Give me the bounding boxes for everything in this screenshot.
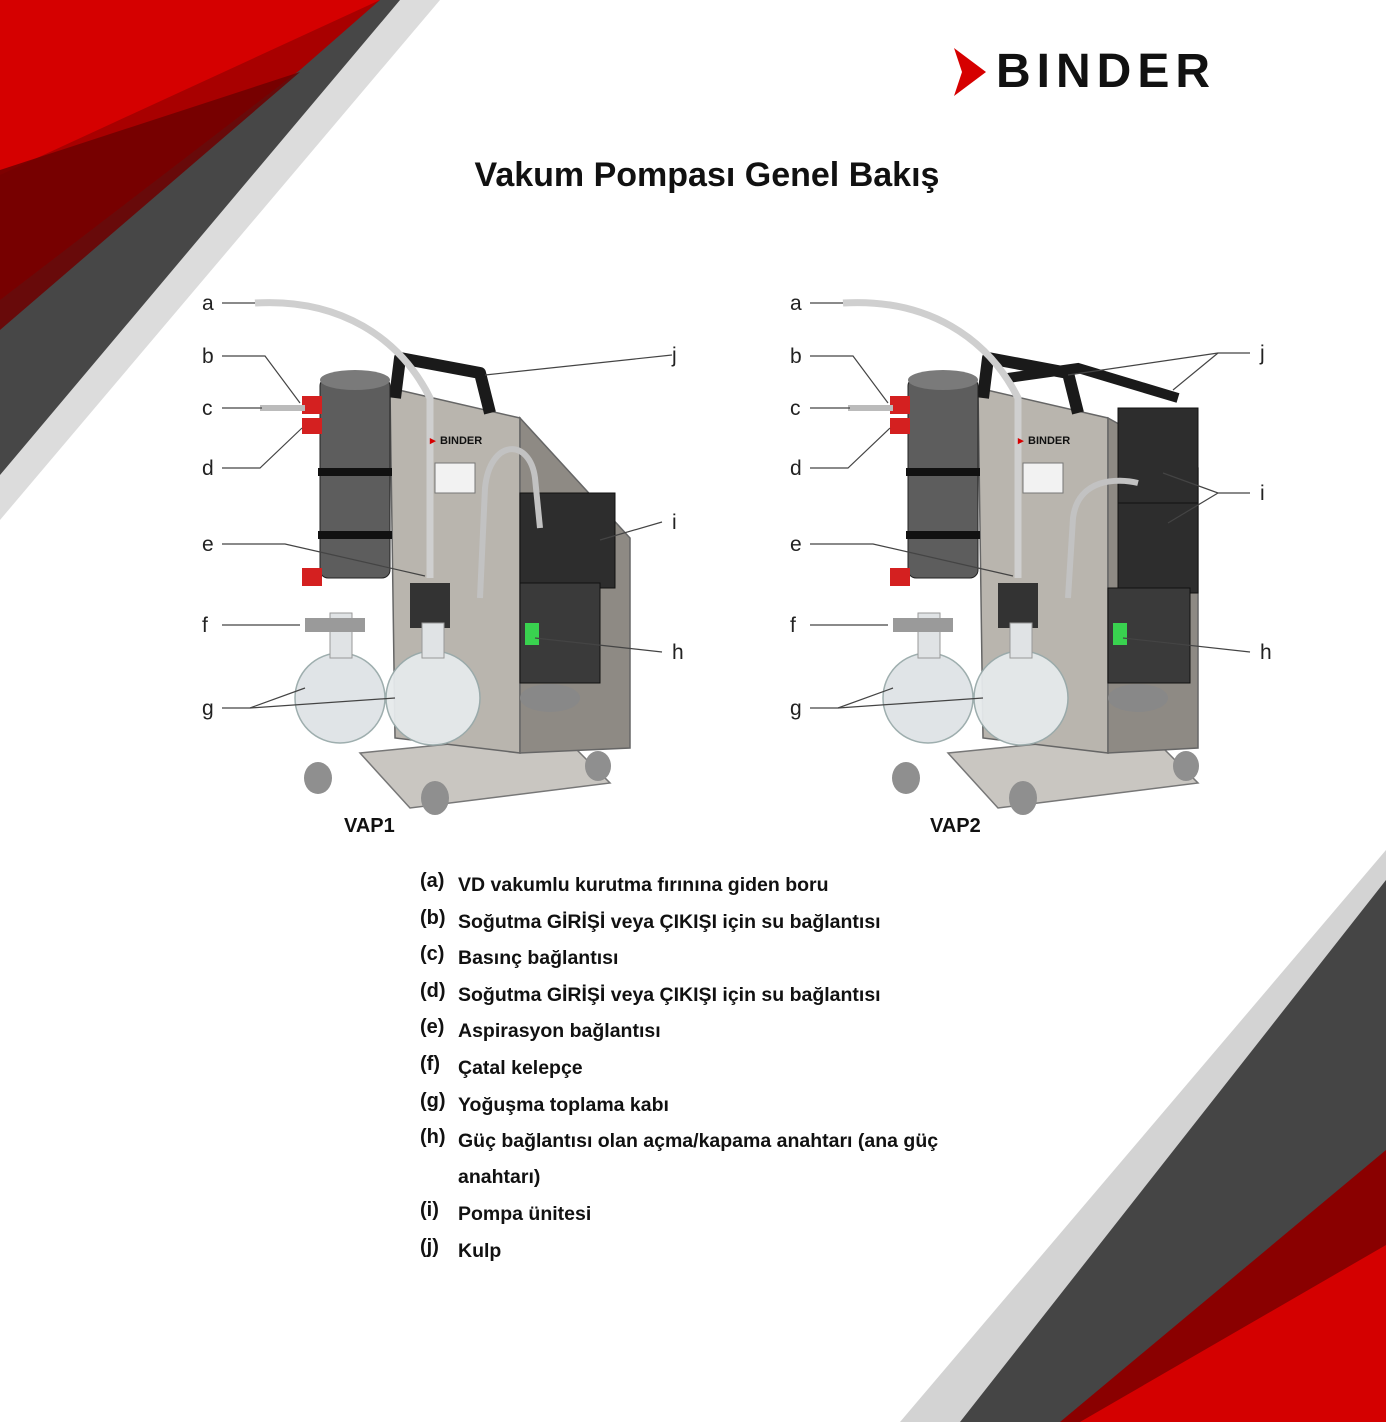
legend-item: (g) Yoğuşma toplama kabı — [416, 1082, 1036, 1119]
legend-item: (e) Aspirasyon bağlantısı — [416, 1008, 1036, 1045]
legend-key: (g) — [420, 1089, 446, 1112]
callout-c: c — [202, 397, 213, 420]
panel-brand: BINDER — [1028, 435, 1070, 447]
figure-caption-vap1: VAP1 — [344, 815, 395, 837]
legend-text: Pompa ünitesi — [458, 1203, 592, 1226]
legend-text: Soğutma GİRİŞİ veya ÇIKIŞI için su bağla… — [458, 983, 881, 1006]
callout-f: f — [202, 614, 208, 637]
svg-text:▸: ▸ — [1017, 435, 1024, 447]
brand-arrow-icon — [954, 48, 986, 96]
legend-item: (i) Pompa ünitesi — [416, 1191, 1036, 1228]
legend-item: (b) Soğutma GİRİŞİ veya ÇIKIŞI için su ba… — [416, 899, 1036, 936]
legend-item: (j) Kulp — [416, 1228, 1036, 1265]
callout-d: d — [790, 457, 802, 480]
figure-vap2: ▸ BINDER a b c d e f g h i — [778, 278, 1318, 838]
callout-h: h — [1260, 641, 1272, 664]
legend-key: (d) — [420, 979, 446, 1002]
callout-i: i — [1260, 482, 1265, 505]
legend-key: (a) — [420, 870, 445, 892]
vacuum-pump-illustration: ▸ BINDER a b c d e f g h i j — [202, 292, 684, 815]
legend-key: (i) — [420, 1199, 439, 1222]
callout-d: d — [202, 457, 214, 480]
callout-h: h — [672, 641, 684, 664]
legend-text: Çatal kelepçe — [458, 1056, 583, 1079]
callout-b: b — [202, 345, 214, 368]
legend-text: Kulp — [458, 1239, 502, 1262]
legend-key: (c) — [420, 943, 445, 966]
svg-text:▸: ▸ — [429, 435, 436, 447]
page-title: Vakum Pompası Genel Bakış — [474, 156, 940, 194]
legend-text: Güç bağlantısı olan açma/kapama anahtarı… — [458, 1130, 939, 1189]
legend-list: (a) VD vakumlu kurutma fırınına giden bor… — [416, 862, 1036, 1264]
callout-j: j — [671, 344, 677, 367]
legend-item: (h) Güç bağlantısı olan açma/kapama anaht… — [416, 1118, 1036, 1191]
legend-key: (e) — [420, 1016, 445, 1039]
callout-g: g — [202, 697, 214, 720]
callout-e: e — [790, 533, 802, 556]
legend-item: (c) Basınç bağlantısı — [416, 935, 1036, 972]
figure-vap1: ▸ BINDER a b c d e f g h i j — [190, 278, 730, 838]
legend-text: Yoğuşma toplama kabı — [458, 1093, 669, 1116]
brand-logo: BINDER — [952, 44, 1216, 100]
legend-key: (h) — [420, 1126, 446, 1149]
figure-caption-vap2: VAP2 — [930, 815, 981, 837]
brand-name: BINDER — [996, 45, 1217, 98]
legend-text: Basınç bağlantısı — [458, 947, 619, 970]
callout-b: b — [790, 345, 802, 368]
callout-a: a — [790, 292, 802, 315]
legend-key: (j) — [420, 1235, 439, 1258]
legend-item: (d) Soğutma GİRİŞİ veya ÇIKIŞI için su ba… — [416, 972, 1036, 1009]
callout-j: j — [1259, 342, 1265, 365]
panel-brand: BINDER — [440, 435, 482, 447]
callout-g: g — [790, 697, 802, 720]
legend-key: (b) — [420, 906, 446, 929]
callout-a: a — [202, 292, 214, 315]
vacuum-pump-illustration: ▸ BINDER a b c d e f g h i — [790, 292, 1272, 815]
callout-f: f — [790, 614, 796, 637]
callout-i: i — [672, 511, 677, 534]
legend-key: (f) — [420, 1052, 440, 1075]
legend-text: VD vakumlu kurutma fırınına giden boru — [458, 874, 829, 896]
callout-c: c — [790, 397, 801, 420]
callout-e: e — [202, 533, 214, 556]
legend-item: (f) Çatal kelepçe — [416, 1045, 1036, 1082]
legend-text: Soğutma GİRİŞİ veya ÇIKIŞI için su bağla… — [458, 910, 881, 933]
legend-item: (a) VD vakumlu kurutma fırınına giden bor… — [416, 862, 1036, 899]
legend-text: Aspirasyon bağlantısı — [458, 1020, 661, 1043]
